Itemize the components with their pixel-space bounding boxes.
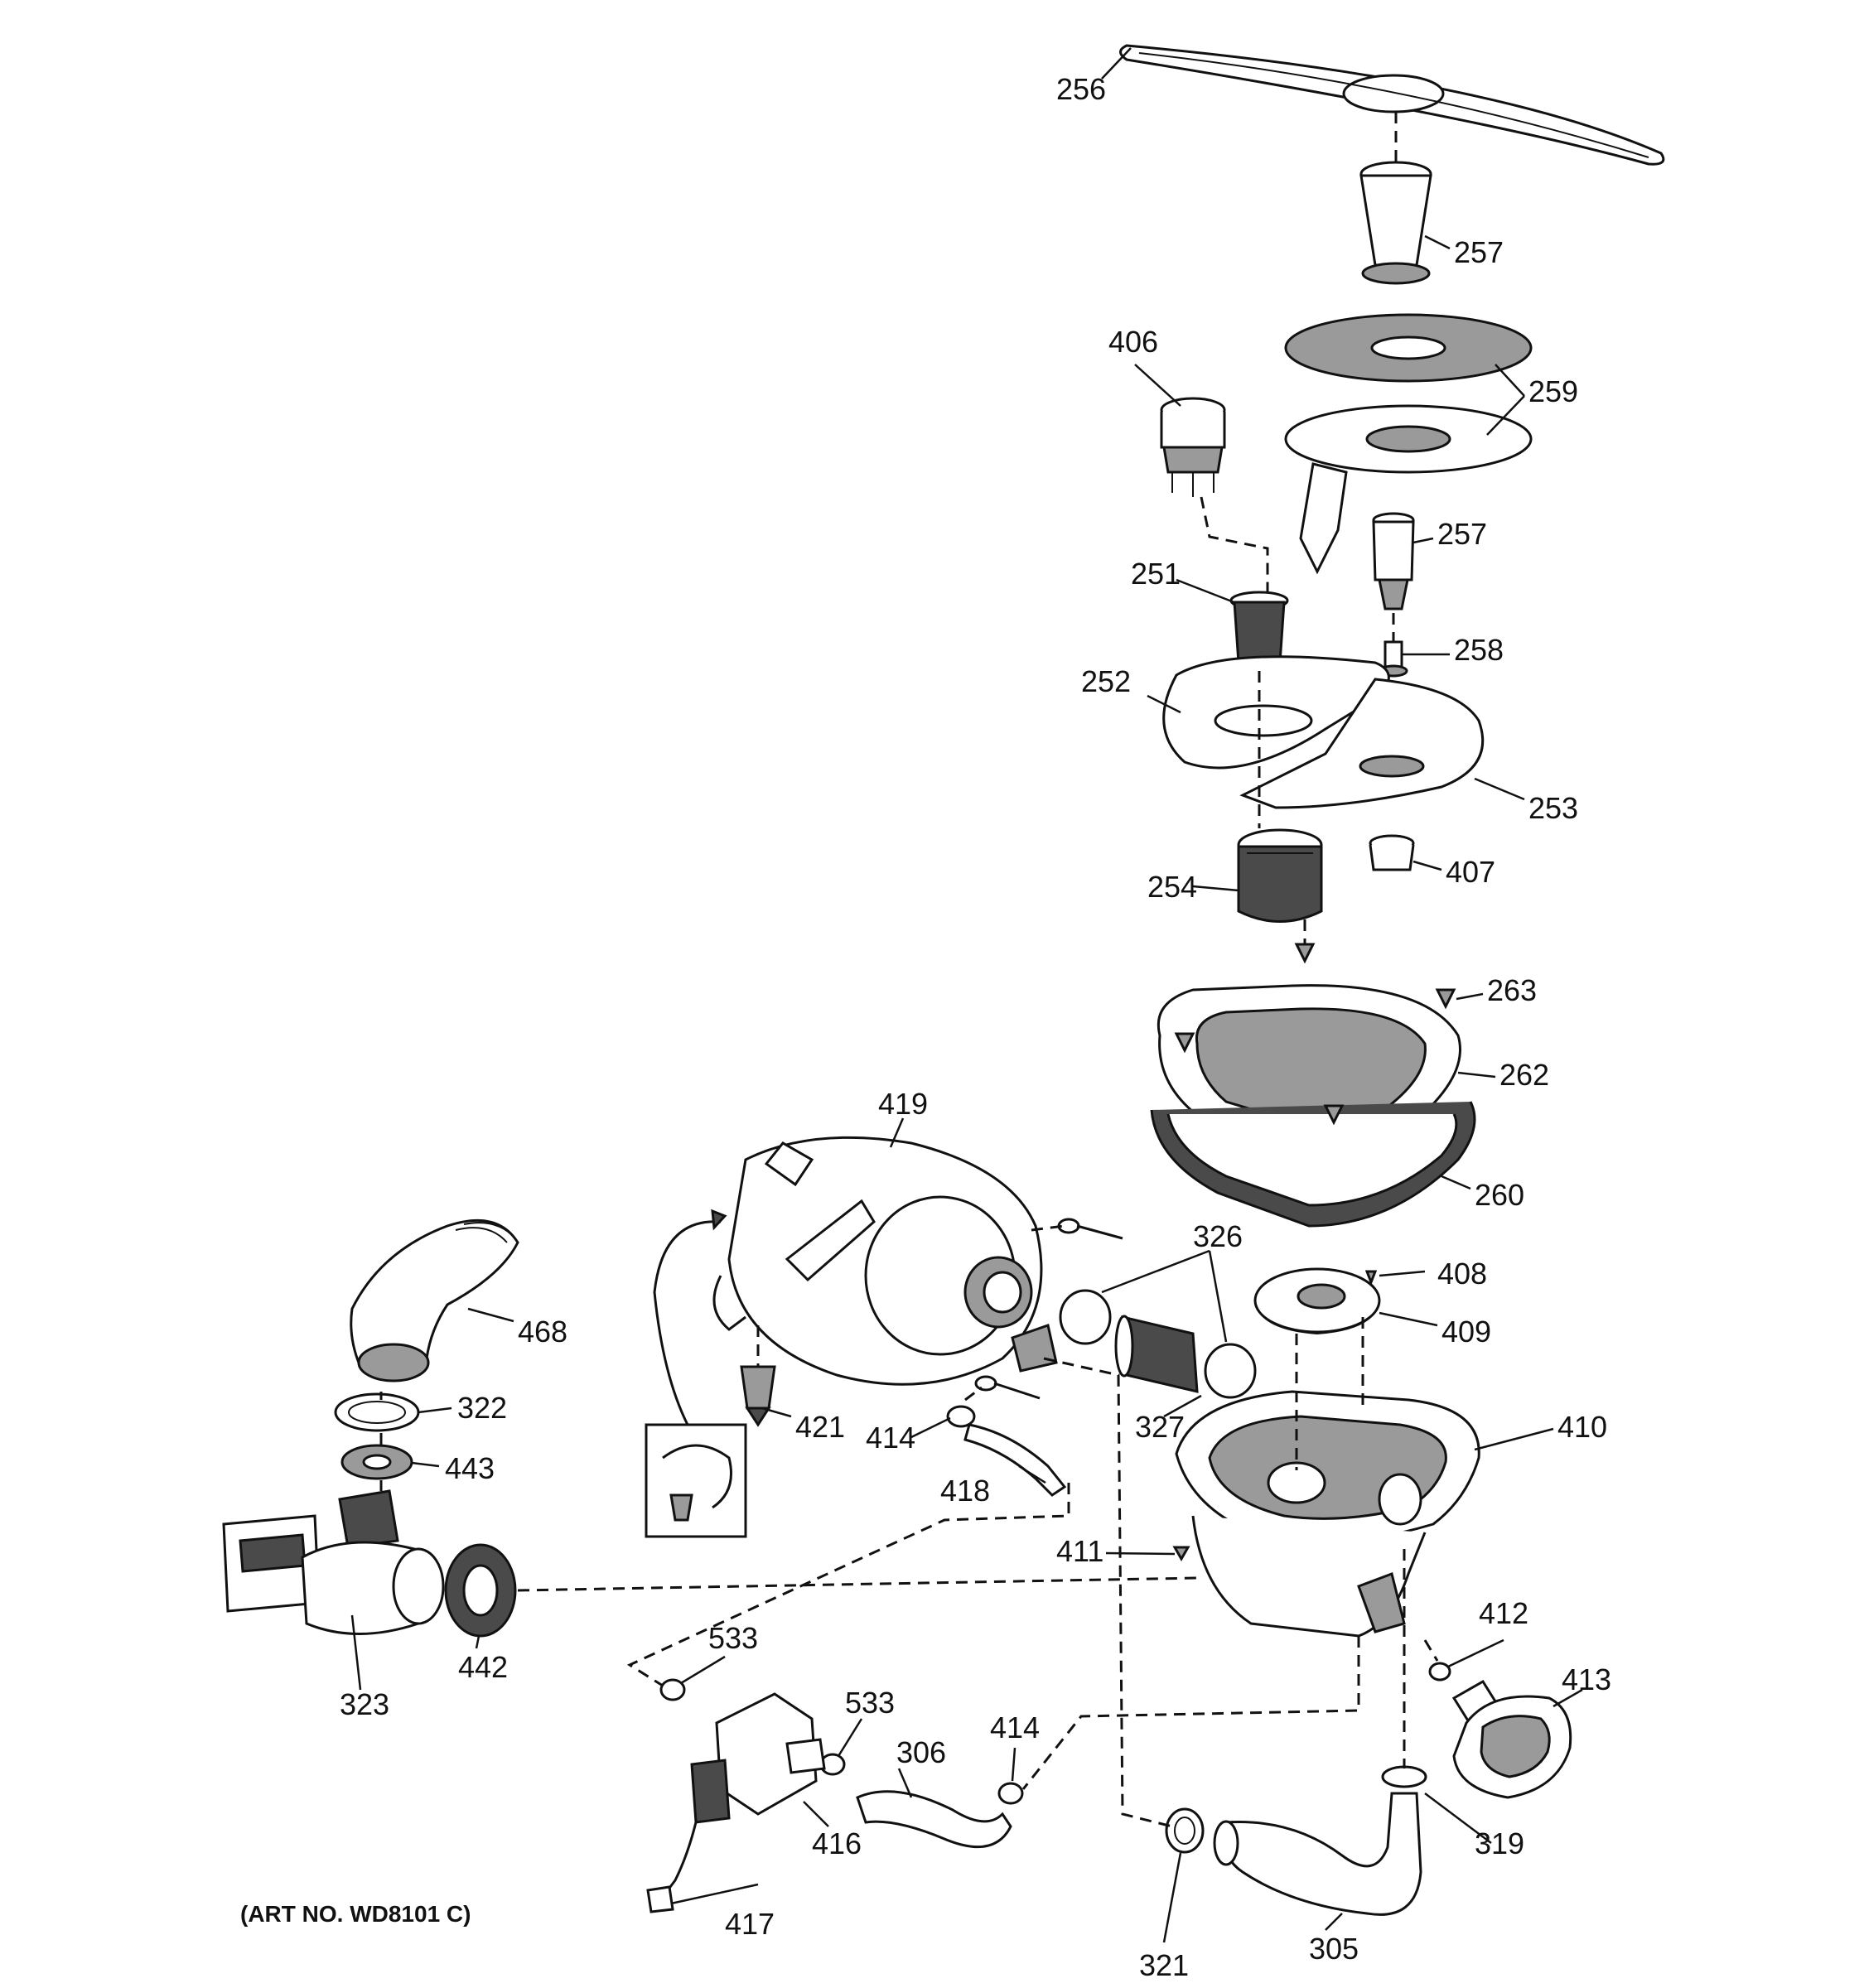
label-418: 418 [940, 1474, 990, 1508]
label-416: 416 [812, 1826, 862, 1860]
label-442: 442 [458, 1650, 508, 1684]
sump-410 [1175, 1390, 1480, 1638]
screw-411 [1172, 1546, 1190, 1562]
label-419: 419 [878, 1087, 928, 1121]
cap-407 [1369, 834, 1415, 871]
fan-cap-406 [1160, 397, 1226, 497]
part-421 [740, 1365, 776, 1427]
spray-arm-256 [1119, 44, 1665, 166]
label-421: 421 [795, 1410, 845, 1444]
label-327: 327 [1135, 1410, 1185, 1444]
clamp-322-seal-443 [334, 1392, 420, 1480]
label-262: 262 [1499, 1058, 1549, 1092]
label-414: 414 [866, 1421, 915, 1455]
sump-ring-260-262 [1150, 984, 1476, 1228]
inlet-hose-468 [350, 1218, 519, 1382]
spray-tube-257-lower [1372, 512, 1415, 610]
label-321: 321 [1139, 1948, 1189, 1982]
label-251: 251 [1131, 557, 1181, 591]
label-254: 254 [1147, 870, 1197, 904]
label-319: 319 [1475, 1826, 1524, 1860]
label-417: 417 [725, 1907, 775, 1941]
clamps-326-hose-327 [1059, 1289, 1257, 1399]
label-322: 322 [457, 1391, 507, 1425]
label-260: 260 [1475, 1178, 1524, 1212]
pump-323-boot-442 [222, 1489, 517, 1638]
clamp-321 [1165, 1807, 1205, 1854]
label-411: 411 [1056, 1534, 1103, 1568]
inset-detail-box [645, 1209, 747, 1538]
label-323: 323 [340, 1687, 389, 1721]
label-257-lower: 257 [1437, 517, 1487, 551]
label-305: 305 [1309, 1932, 1359, 1966]
drain-hose-305-319 [1213, 1765, 1427, 1916]
label-253: 253 [1528, 791, 1578, 825]
label-257: 257 [1454, 235, 1504, 269]
sensor-412-413 [1428, 1662, 1572, 1799]
label-256: 256 [1056, 72, 1106, 106]
label-252: 252 [1081, 664, 1131, 698]
label-413: 413 [1562, 1662, 1611, 1696]
label-409: 409 [1441, 1315, 1491, 1349]
label-259: 259 [1528, 374, 1578, 408]
sump-cover-252-253 [1162, 655, 1485, 809]
label-408: 408 [1437, 1257, 1487, 1291]
label-414-lower: 414 [990, 1711, 1040, 1744]
assembly-lines [379, 112, 1439, 1828]
fine-filter-254 [1237, 828, 1323, 923]
motor-419 [712, 1136, 1058, 1386]
label-258: 258 [1454, 633, 1504, 667]
valve-416-clamps-533-connector-417 [646, 1678, 846, 1913]
label-468: 468 [518, 1315, 567, 1349]
label-533: 533 [708, 1621, 758, 1655]
label-326: 326 [1193, 1219, 1243, 1253]
leader-lines [350, 47, 1583, 1943]
label-412: 412 [1479, 1596, 1528, 1630]
label-306: 306 [896, 1735, 946, 1769]
label-443: 443 [445, 1451, 495, 1485]
label-263: 263 [1487, 973, 1537, 1007]
label-407: 407 [1446, 855, 1495, 889]
label-410: 410 [1557, 1410, 1607, 1444]
hose-306-clamp-414 [856, 1782, 1024, 1849]
label-406: 406 [1108, 325, 1158, 359]
hose-418-clamp-414 [946, 1405, 1067, 1497]
spray-tube-257-upper [1359, 161, 1432, 285]
cover-408-409 [1253, 1267, 1381, 1335]
art-number: (ART NO. WD8101 C) [240, 1901, 471, 1927]
label-533-right: 533 [845, 1686, 895, 1720]
part-labels: 256 257 259 406 257 251 258 252 253 407 … [340, 72, 1611, 1982]
motor-screws [974, 1218, 1123, 1400]
filter-assembly-259 [1284, 313, 1533, 575]
